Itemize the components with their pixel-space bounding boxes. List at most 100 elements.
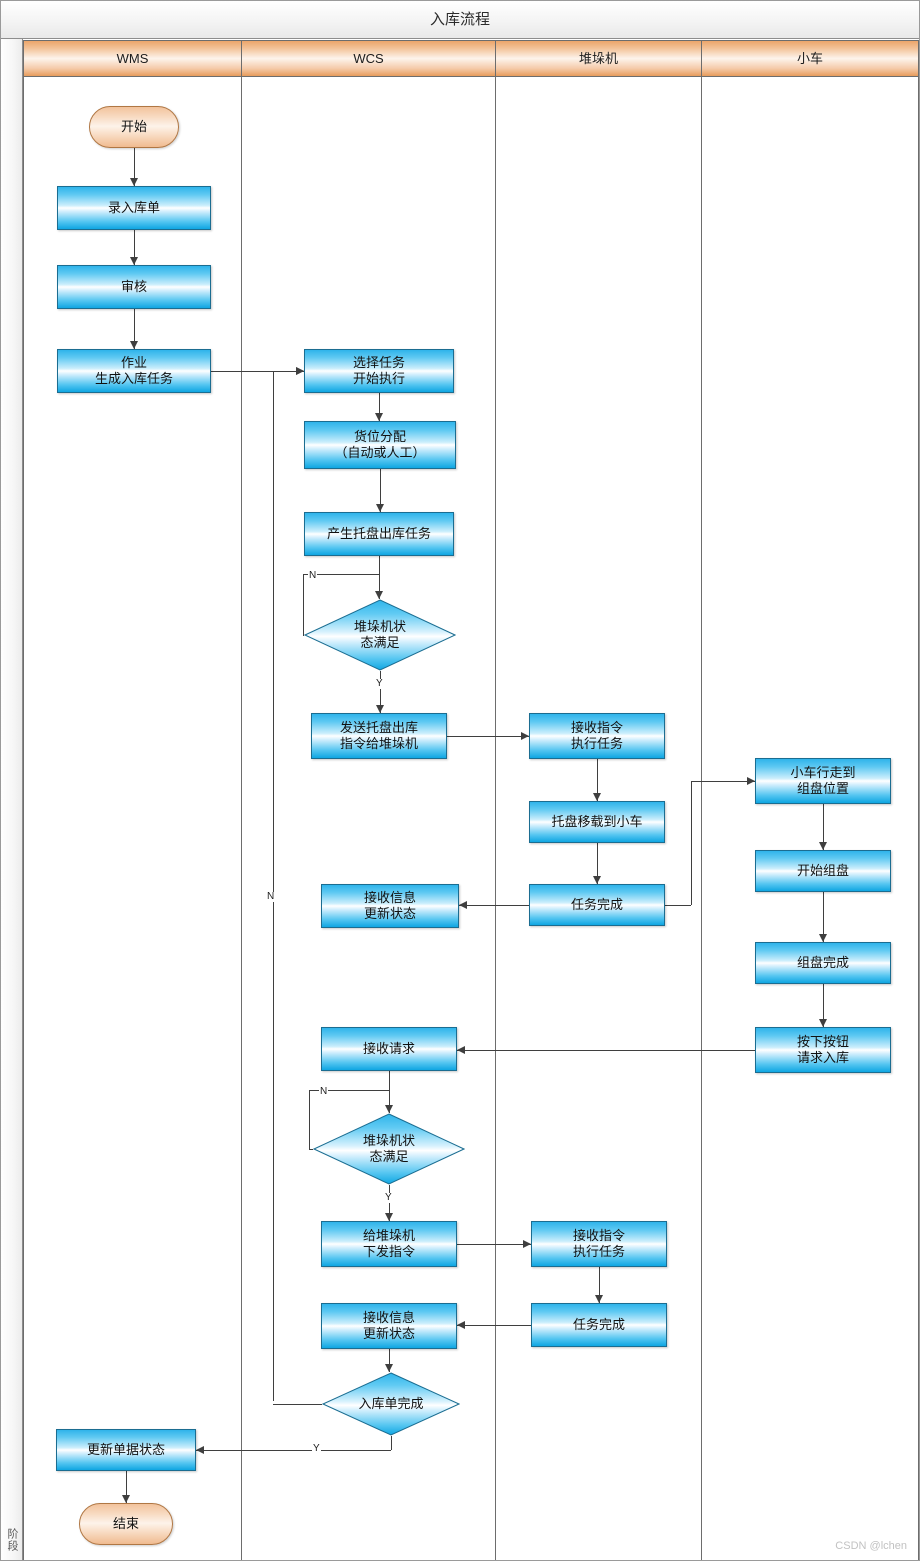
arrow-taskdone1-to-recvinfo1 bbox=[459, 901, 467, 909]
node-press_button[interactable]: 按下按钮请求入库 bbox=[755, 1027, 891, 1073]
node-label-task_done_2: 任务完成 bbox=[573, 1317, 625, 1333]
node-audit[interactable]: 审核 bbox=[57, 265, 211, 309]
node-label-recv_request: 接收请求 bbox=[363, 1041, 415, 1057]
node-label-recv_cmd_1: 接收指令执行任务 bbox=[571, 720, 623, 752]
node-recv_cmd_2[interactable]: 接收指令执行任务 bbox=[531, 1221, 667, 1267]
edge-decision2-n-left bbox=[309, 1090, 310, 1149]
arrow-orderdone-to-updatestatus bbox=[196, 1446, 204, 1454]
lane-header-cart: 小车 bbox=[702, 40, 919, 77]
node-label-audit: 审核 bbox=[121, 279, 147, 295]
node-order_done[interactable]: 入库单完成 bbox=[322, 1372, 460, 1436]
node-label-issue_cmd: 给堆垛机下发指令 bbox=[363, 1228, 415, 1260]
edge-taskdone2-to-recvinfo2 bbox=[457, 1325, 531, 1326]
node-end[interactable]: 结束 bbox=[79, 1503, 173, 1545]
node-gen_task[interactable]: 作业生成入库任务 bbox=[57, 349, 211, 393]
edge-label-n1: N bbox=[308, 571, 317, 581]
arrow-movepallet-to-taskdone1 bbox=[593, 876, 601, 884]
node-label-recv_info_1: 接收信息更新状态 bbox=[364, 890, 416, 922]
edge-taskdone1-to-recvinfo1 bbox=[459, 905, 529, 906]
arrow-issuecmd-to-recvcmd2 bbox=[523, 1240, 531, 1248]
arrow-wcs-return bbox=[296, 367, 304, 375]
node-create_order[interactable]: 录入库单 bbox=[57, 186, 211, 230]
node-select_task[interactable]: 选择任务开始执行 bbox=[304, 349, 454, 393]
diagram-title: 入库流程 bbox=[1, 1, 919, 38]
node-label-end: 结束 bbox=[113, 1516, 139, 1532]
arrow-groupdone-to-pressbutton bbox=[819, 1019, 827, 1027]
lane-body-cart bbox=[702, 77, 919, 1560]
edge-taskdone1-up bbox=[691, 781, 692, 905]
edge-label-y1: Y bbox=[375, 679, 384, 689]
arrow-updatestatus-to-end bbox=[122, 1495, 130, 1503]
node-label-start: 开始 bbox=[121, 119, 147, 135]
node-label-stacker_ok_2: 堆垛机状态满足 bbox=[363, 1133, 415, 1165]
node-label-send_cmd: 发送托盘出库指令给堆垛机 bbox=[340, 720, 418, 752]
node-stacker_ok_1[interactable]: 堆垛机状态满足 bbox=[304, 599, 456, 671]
lane-header-stacker: 堆垛机 bbox=[496, 40, 702, 77]
arrow-sendcmd-to-recvcmd1 bbox=[521, 732, 529, 740]
node-issue_cmd[interactable]: 给堆垛机下发指令 bbox=[321, 1221, 457, 1267]
node-label-group_done: 组盘完成 bbox=[797, 955, 849, 971]
node-label-order_done: 入库单完成 bbox=[358, 1396, 423, 1412]
edge-to-cartmove bbox=[691, 781, 755, 782]
node-task_done_1[interactable]: 任务完成 bbox=[529, 884, 665, 926]
node-stacker_ok_2[interactable]: 堆垛机状态满足 bbox=[313, 1113, 465, 1185]
arrow-create-to-audit bbox=[130, 257, 138, 265]
node-label-task_done_1: 任务完成 bbox=[571, 897, 623, 913]
diagram-title-bar: 入库流程 bbox=[1, 1, 919, 39]
edge-orderdone-y-down bbox=[391, 1436, 392, 1450]
node-send_cmd[interactable]: 发送托盘出库指令给堆垛机 bbox=[311, 713, 447, 759]
arrow-recvcmd1-to-movepallet bbox=[593, 793, 601, 801]
arrow-decision2-to-issuecmd bbox=[385, 1213, 393, 1221]
arrow-slotalloc-to-genouttask bbox=[376, 504, 384, 512]
arrow-genouttask-to-decision1 bbox=[375, 591, 383, 599]
node-recv_request[interactable]: 接收请求 bbox=[321, 1027, 457, 1071]
edge-label-n2: N bbox=[266, 892, 275, 902]
node-label-start_group: 开始组盘 bbox=[797, 863, 849, 879]
arrow-recvcmd2-to-taskdone2 bbox=[595, 1295, 603, 1303]
node-label-update_status: 更新单据状态 bbox=[87, 1442, 165, 1458]
arrow-pressbutton-to-recvrequest bbox=[457, 1046, 465, 1054]
node-recv_info_1[interactable]: 接收信息更新状态 bbox=[321, 884, 459, 928]
arrow-cartmove-to-startgroup bbox=[819, 842, 827, 850]
edge-wcs-return-vertical bbox=[273, 371, 274, 1401]
node-recv_info_2[interactable]: 接收信息更新状态 bbox=[321, 1303, 457, 1349]
node-label-stacker_ok_1: 堆垛机状态满足 bbox=[354, 619, 406, 651]
node-update_status[interactable]: 更新单据状态 bbox=[56, 1429, 196, 1471]
edge-taskdone1-right bbox=[665, 905, 691, 906]
node-group_done[interactable]: 组盘完成 bbox=[755, 942, 891, 984]
node-label-slot_alloc: 货位分配（自动或人工） bbox=[334, 429, 425, 461]
node-start[interactable]: 开始 bbox=[89, 106, 179, 148]
edge-label-n3: N bbox=[319, 1087, 328, 1097]
arrow-decision1-to-sendcmd bbox=[376, 705, 384, 713]
node-cart_move[interactable]: 小车行走到组盘位置 bbox=[755, 758, 891, 804]
node-label-gen_out_task: 产生托盘出库任务 bbox=[327, 526, 431, 542]
arrow-startgroup-to-groupdone bbox=[819, 934, 827, 942]
arrow-selecttask-to-slotalloc bbox=[375, 413, 383, 421]
node-gen_out_task[interactable]: 产生托盘出库任务 bbox=[304, 512, 454, 556]
arrow-taskdone2-to-recvinfo2 bbox=[457, 1321, 465, 1329]
lane-header-wms: WMS bbox=[23, 40, 242, 77]
node-recv_cmd_1[interactable]: 接收指令执行任务 bbox=[529, 713, 665, 759]
watermark: CSDN @lchen bbox=[835, 1540, 907, 1552]
lane-header-wcs: WCS bbox=[242, 40, 496, 77]
node-slot_alloc[interactable]: 货位分配（自动或人工） bbox=[304, 421, 456, 469]
node-label-gen_task: 作业生成入库任务 bbox=[95, 355, 173, 387]
node-label-create_order: 录入库单 bbox=[108, 200, 160, 216]
edge-orderdone-y-left bbox=[196, 1450, 391, 1451]
edge-orderdone-n bbox=[273, 1404, 322, 1405]
arrow-to-cartmove bbox=[747, 777, 755, 785]
node-move_pallet[interactable]: 托盘移载到小车 bbox=[529, 801, 665, 843]
node-label-move_pallet: 托盘移载到小车 bbox=[551, 814, 642, 830]
node-label-select_task: 选择任务开始执行 bbox=[353, 355, 405, 387]
node-label-cart_move: 小车行走到组盘位置 bbox=[790, 765, 855, 797]
edge-pressbutton-to-recvrequest bbox=[457, 1050, 755, 1051]
arrow-recvinfo2-to-orderdone bbox=[385, 1364, 393, 1372]
node-label-press_button: 按下按钮请求入库 bbox=[797, 1034, 849, 1066]
edge-label-y2: Y bbox=[384, 1193, 393, 1203]
node-start_group[interactable]: 开始组盘 bbox=[755, 850, 891, 892]
arrow-audit-to-gentask bbox=[130, 341, 138, 349]
arrow-start-to-create bbox=[130, 178, 138, 186]
node-task_done_2[interactable]: 任务完成 bbox=[531, 1303, 667, 1347]
arrow-recvrequest-to-decision2 bbox=[385, 1105, 393, 1113]
